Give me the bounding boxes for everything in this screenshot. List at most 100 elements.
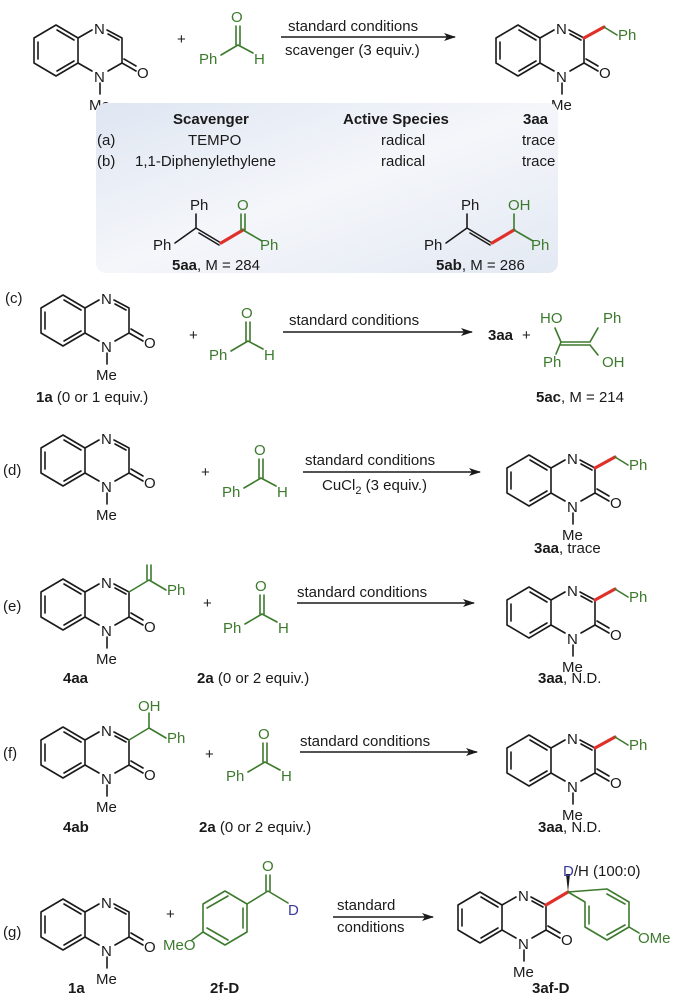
svg-text:HO: HO <box>540 310 563 327</box>
svg-text:CuCl2 (3 equiv.): CuCl2 (3 equiv.) <box>322 477 427 497</box>
svg-text:N: N <box>101 339 112 356</box>
svg-text:Ph: Ph <box>531 237 549 254</box>
svg-text:N: N <box>101 291 112 308</box>
svg-text:Me: Me <box>562 527 583 544</box>
species-b: radical <box>381 153 425 170</box>
svg-text:O: O <box>254 442 266 459</box>
svg-text:Me: Me <box>96 651 117 668</box>
svg-text:conditions: conditions <box>337 919 405 936</box>
svg-text:D: D <box>288 902 299 919</box>
svg-text:standard conditions: standard conditions <box>305 452 435 469</box>
row-label-a: (a) <box>97 132 115 149</box>
svg-text:4aa: 4aa <box>63 670 89 687</box>
svg-text:MeO: MeO <box>163 937 196 954</box>
svg-text:5ab, M = 286: 5ab, M = 286 <box>436 257 525 274</box>
svg-text:O: O <box>144 335 156 352</box>
svg-text:3af-D: 3af-D <box>532 980 570 997</box>
svg-text:Me: Me <box>562 659 583 676</box>
plus-sign: + <box>177 31 186 48</box>
svg-text:N: N <box>567 583 578 600</box>
svg-text:Ph: Ph <box>424 237 442 254</box>
svg-text:Me: Me <box>513 964 534 981</box>
svg-text:N: N <box>518 936 529 953</box>
adduct-5aa: Ph Ph O Ph 5aa, M = 284 <box>153 197 278 274</box>
svg-text:N: N <box>101 479 112 496</box>
quinoxalinone-1a: N N O Me <box>33 21 149 114</box>
svg-text:H: H <box>277 484 288 501</box>
svg-text:H: H <box>264 347 275 364</box>
svg-text:O: O <box>599 65 611 82</box>
yield-b: trace <box>522 153 555 170</box>
svg-text:Ph: Ph <box>190 197 208 214</box>
svg-text:O: O <box>561 932 573 949</box>
svg-text:Ph: Ph <box>167 730 185 747</box>
svg-text:H: H <box>254 51 265 68</box>
svg-text:(d): (d) <box>3 462 21 479</box>
svg-text:(e): (e) <box>3 598 21 615</box>
svg-text:Ph: Ph <box>222 484 240 501</box>
svg-text:N: N <box>94 21 105 38</box>
row-label-b: (b) <box>97 153 115 170</box>
svg-text:Ph: Ph <box>543 354 561 371</box>
svg-text:(f): (f) <box>3 745 17 762</box>
benzaldehyde-2a: Ph O H <box>199 9 265 68</box>
svg-text:OMe: OMe <box>638 930 671 947</box>
svg-text:O: O <box>255 578 267 595</box>
svg-text:standard conditions: standard conditions <box>289 312 419 329</box>
svg-text:(g): (g) <box>3 924 21 941</box>
svg-text:O: O <box>144 619 156 636</box>
svg-text:N: N <box>518 888 529 905</box>
svg-text:N: N <box>101 895 112 912</box>
svg-text:N: N <box>101 623 112 640</box>
svg-text:+: + <box>189 327 198 344</box>
svg-text:3aa, N.D.: 3aa, N.D. <box>538 819 601 836</box>
svg-text:Me: Me <box>96 799 117 816</box>
svg-text:O: O <box>231 9 243 26</box>
svg-text:O: O <box>137 65 149 82</box>
svg-text:Ph: Ph <box>226 768 244 785</box>
svg-text:Ph: Ph <box>629 589 647 606</box>
svg-text:Ph: Ph <box>618 27 636 44</box>
svg-text:H: H <box>278 620 289 637</box>
scavenger-tempo: TEMPO <box>188 132 241 149</box>
header-scavenger: Scavenger <box>173 111 249 128</box>
svg-text:+: + <box>522 327 531 344</box>
svg-text:standard conditions: standard conditions <box>300 733 430 750</box>
svg-text:O: O <box>610 495 622 512</box>
conditions-above: standard conditions <box>288 18 418 35</box>
svg-text:N: N <box>101 771 112 788</box>
svg-text:O: O <box>610 775 622 792</box>
svg-text:Me: Me <box>96 971 117 988</box>
svg-text:standard: standard <box>337 897 395 914</box>
experiment-c: (c) N N O Me + Ph O H standard condition… <box>5 290 625 406</box>
svg-text:Ph: Ph <box>629 457 647 474</box>
svg-text:O: O <box>262 858 274 875</box>
svg-text:N: N <box>567 779 578 796</box>
svg-text:Ph: Ph <box>603 310 621 327</box>
svg-text:O: O <box>241 305 253 322</box>
svg-text:D/H (100:0): D/H (100:0) <box>563 863 641 880</box>
svg-text:1a: 1a <box>68 980 85 997</box>
experiment-e: (e) N N O Me Ph + Ph O H standard condit… <box>3 564 647 687</box>
svg-text:Me: Me <box>96 507 117 524</box>
svg-text:OH: OH <box>508 197 531 214</box>
svg-text:Ph: Ph <box>260 237 278 254</box>
experiment-d: (d) N N O Me + Ph O H standard condition… <box>3 431 647 557</box>
byproduct-5ac: HO Ph Ph OH <box>540 310 625 371</box>
species-a: radical <box>381 132 425 149</box>
svg-text:(c): (c) <box>5 290 23 307</box>
top-reaction: N N O Me + Ph O H standard conditions sc… <box>33 9 636 114</box>
experiment-f: (f) N N O Me Ph OH + Ph O H standard con… <box>3 698 647 836</box>
svg-text:O: O <box>610 627 622 644</box>
svg-text:Ph: Ph <box>199 51 217 68</box>
svg-text:O: O <box>144 475 156 492</box>
svg-text:N: N <box>567 631 578 648</box>
svg-text:O: O <box>237 197 249 214</box>
svg-text:N: N <box>101 431 112 448</box>
svg-text:O: O <box>144 939 156 956</box>
svg-text:Ph: Ph <box>629 737 647 754</box>
svg-text:standard conditions: standard conditions <box>297 584 427 601</box>
scavenger-dpe: 1,1-Diphenylethylene <box>135 153 276 170</box>
svg-text:N: N <box>567 731 578 748</box>
svg-text:+: + <box>203 595 212 612</box>
